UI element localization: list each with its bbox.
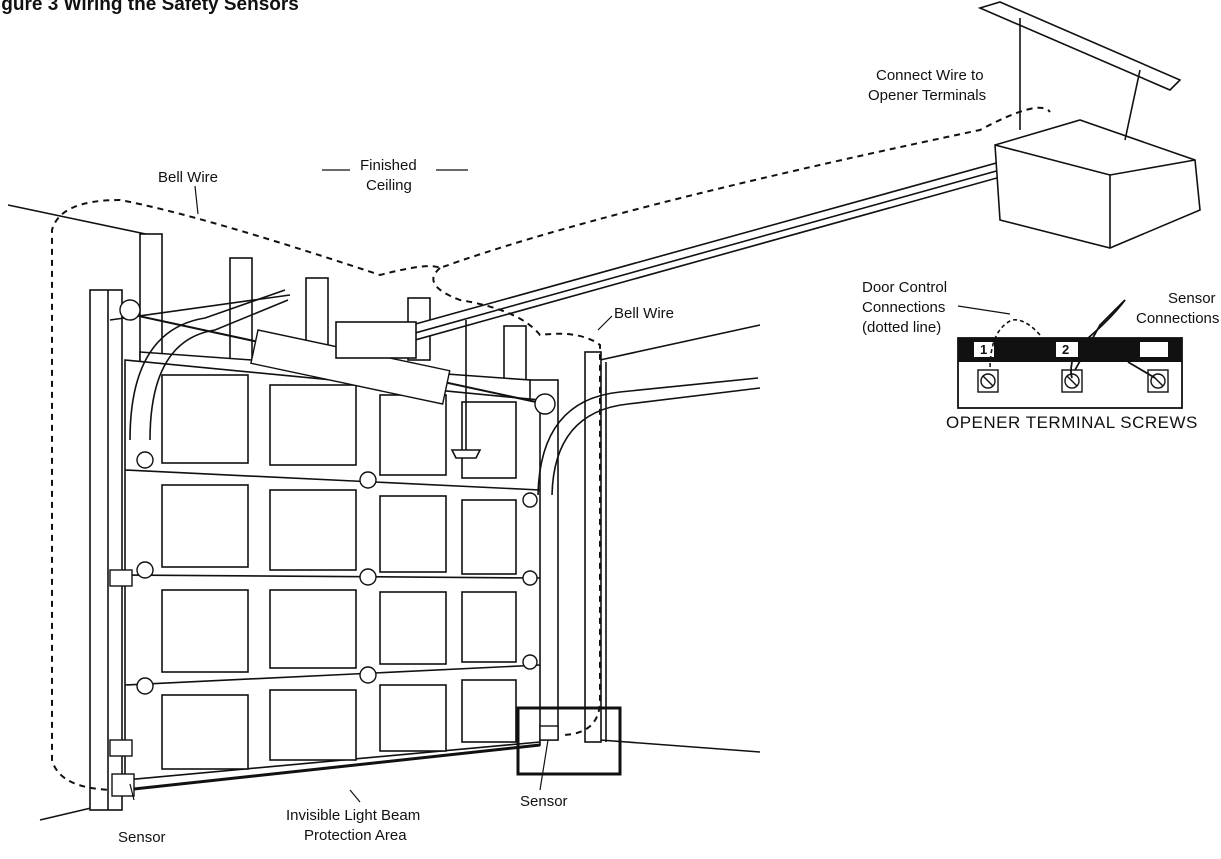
- figure-title: igure 3 Wiring the Safety Sensors: [0, 0, 299, 15]
- bell-wire-left-label: Bell Wire: [158, 169, 218, 186]
- bell-wire: [51, 106, 1051, 791]
- left-sensor: [111, 773, 135, 797]
- svg-text:Door Control: Door Control: [862, 279, 947, 296]
- svg-text:Sensor: Sensor: [1168, 290, 1216, 307]
- svg-text:Connect Wire to: Connect Wire to: [876, 67, 984, 84]
- sensor-left-label: Sensor: [118, 829, 166, 846]
- connect-wire-label: Connect Wire to Opener Terminals: [868, 67, 986, 104]
- finished-ceiling-label: Finished Ceiling: [360, 157, 417, 194]
- door-hinges: [109, 451, 538, 757]
- light-beam-label: Invisible Light Beam Protection Area: [286, 807, 420, 844]
- svg-text:(dotted line): (dotted line): [862, 319, 941, 336]
- terminal-1-label: 1: [980, 342, 987, 357]
- terminal-panel: 1 2: [957, 299, 1183, 409]
- svg-text:Connections: Connections: [862, 299, 945, 316]
- terminal-2-label: 2: [1062, 342, 1069, 357]
- sensor-highlight-box: [516, 706, 622, 776]
- svg-text:Finished: Finished: [360, 157, 417, 174]
- garage-door: [124, 359, 541, 792]
- leader-lines: [129, 169, 1011, 803]
- svg-text:Protection Area: Protection Area: [304, 827, 407, 844]
- opener-terminal-screws-label: OPENER TERMINAL SCREWS: [946, 413, 1198, 432]
- sensor-connections-label: Sensor Connections: [1136, 290, 1219, 327]
- sensor-right-label: Sensor: [520, 793, 568, 810]
- bell-wire-right-label: Bell Wire: [614, 305, 674, 322]
- opener-rail: [335, 161, 1005, 459]
- svg-text:Ceiling: Ceiling: [366, 177, 412, 194]
- svg-text:Invisible Light Beam: Invisible Light Beam: [286, 807, 420, 824]
- svg-text:Opener Terminals: Opener Terminals: [868, 87, 986, 104]
- door-control-label: Door Control Connections (dotted line): [862, 279, 947, 336]
- svg-text:Connections: Connections: [1136, 310, 1219, 327]
- opener-unit: [977, 1, 1201, 249]
- right-sensor: [539, 725, 559, 741]
